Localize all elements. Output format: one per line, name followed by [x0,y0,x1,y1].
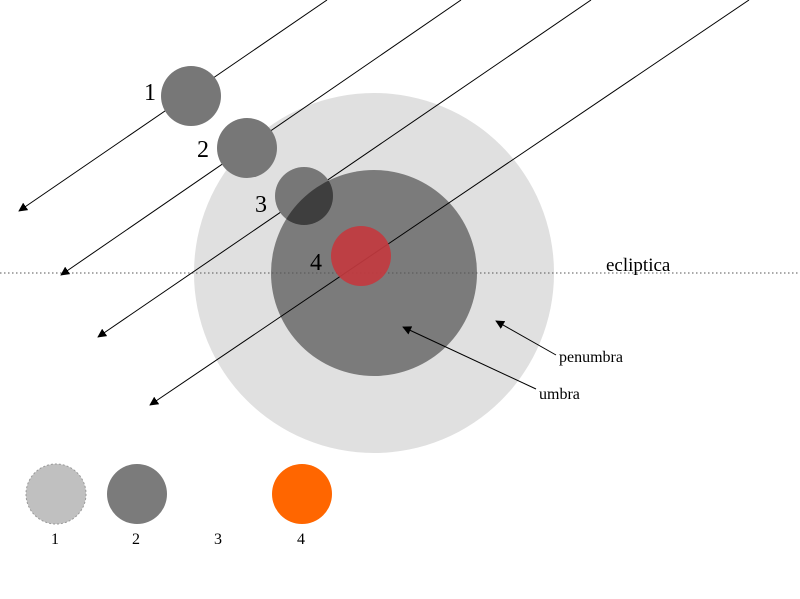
legend-penumbral-moon [25,463,87,525]
moon-position-2 [217,118,277,178]
legend-crescent-moon [192,460,246,520]
ecliptic-label: ecliptica [606,255,671,276]
legend-label-1: 1 [51,531,59,548]
moon-path-arrow [149,0,750,406]
umbra-label: umbra [539,386,580,403]
legend-label-2: 2 [132,531,140,548]
legend-partial-moon [107,464,167,524]
moon-position-label-1: 1 [144,80,156,106]
umbra-pointer-arrow [402,326,537,390]
moon-position-1 [161,66,221,126]
moon-position-label-2: 2 [197,137,209,163]
legend-total-moon [272,464,332,524]
moon-path-arrow [97,0,592,338]
moon-position-label-3: 3 [255,192,267,218]
legend-label-4: 4 [297,531,305,548]
moon-position-label-4: 4 [310,250,322,276]
moon-position-4 [331,226,391,286]
penumbra-pointer-arrow [495,320,557,356]
penumbra-label: penumbra [559,349,623,366]
legend-label-3: 3 [214,531,222,548]
